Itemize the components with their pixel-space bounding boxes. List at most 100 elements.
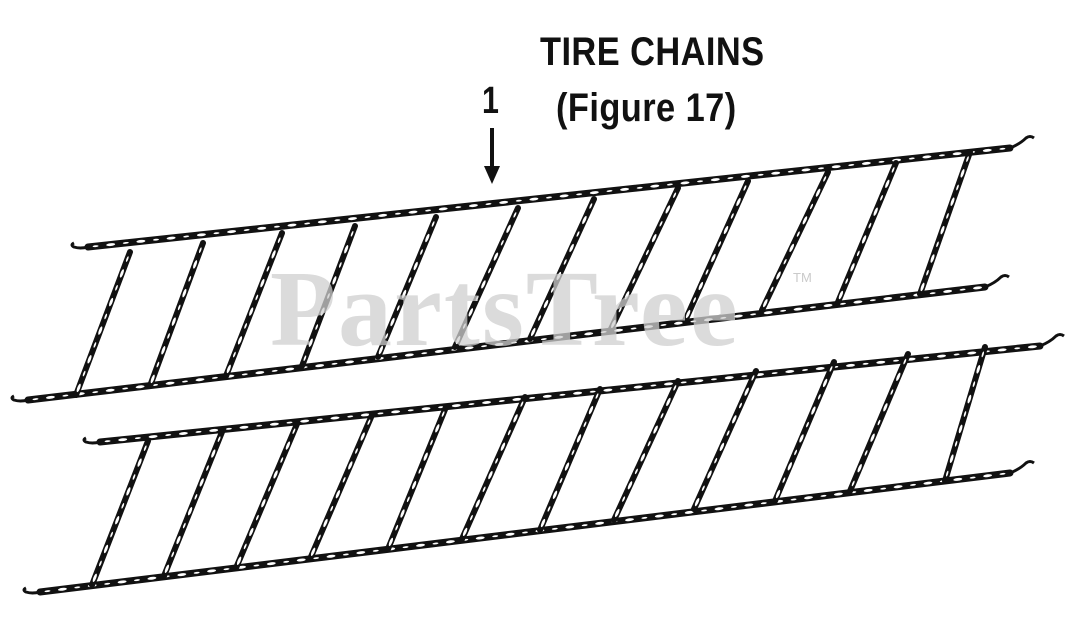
chain-side-rail-bottom xyxy=(24,283,989,404)
chain-link xyxy=(308,338,313,347)
chain-cross-link xyxy=(772,359,837,504)
chain-link xyxy=(511,341,517,344)
chain-link xyxy=(850,263,855,272)
chain-link xyxy=(815,367,825,370)
chain-link xyxy=(115,515,120,525)
chain-link xyxy=(134,579,140,582)
chain-link xyxy=(584,332,594,336)
chain-link xyxy=(438,207,448,211)
chain-link xyxy=(690,320,697,323)
end-hook xyxy=(82,436,101,445)
chain-link xyxy=(554,335,564,339)
chain-link xyxy=(810,306,816,309)
chain-cross-link xyxy=(307,412,375,562)
chain-link xyxy=(614,328,624,332)
chain-link xyxy=(671,513,678,516)
chain-link xyxy=(475,499,481,508)
chain-link xyxy=(198,247,202,254)
chain-link xyxy=(903,358,907,365)
figure-subtitle: (Figure 17) xyxy=(556,86,737,130)
chain-link xyxy=(538,315,542,321)
chain-link xyxy=(505,532,515,536)
chain-link xyxy=(153,238,159,241)
chain-link xyxy=(845,278,849,284)
chain-link xyxy=(117,580,127,584)
chain-link xyxy=(342,477,346,483)
chain-link xyxy=(105,388,115,392)
chain-link xyxy=(999,147,1006,150)
chain-link xyxy=(462,323,466,329)
chain-link xyxy=(92,391,99,394)
chain-link xyxy=(396,305,400,311)
chain-link xyxy=(674,321,683,325)
chain-link xyxy=(125,256,129,262)
chain-link xyxy=(581,524,588,527)
chain-link xyxy=(636,186,643,189)
chain-link xyxy=(673,385,677,391)
chain-link xyxy=(694,379,704,383)
chain-link xyxy=(256,424,263,427)
chain-link xyxy=(701,485,705,492)
chain-link xyxy=(92,573,97,583)
chain-link xyxy=(441,411,445,417)
chain-link xyxy=(885,179,890,188)
chain-link xyxy=(829,366,833,372)
chain-cross-link xyxy=(385,404,449,552)
chain-link xyxy=(744,503,754,507)
chain-link xyxy=(257,226,267,230)
chain-link xyxy=(178,432,188,435)
chain-link xyxy=(395,524,399,531)
chain-cross-link xyxy=(452,205,521,350)
chain-link xyxy=(431,221,435,227)
chain-link xyxy=(624,291,630,300)
chain-link xyxy=(408,277,412,283)
chain-link xyxy=(119,269,124,278)
end-hook xyxy=(70,241,89,250)
chain-link xyxy=(109,297,114,307)
chain-link xyxy=(958,424,963,434)
chain-link xyxy=(468,403,475,406)
chain-link xyxy=(500,442,506,451)
chain-link xyxy=(770,286,774,293)
chain-link xyxy=(286,421,293,424)
chain-link xyxy=(195,378,205,382)
chain-link xyxy=(74,586,81,589)
chain-link xyxy=(650,184,660,188)
chain-link xyxy=(634,468,638,475)
chain-link xyxy=(420,249,423,255)
chain-link xyxy=(132,474,136,480)
chain-link xyxy=(388,537,394,547)
chain-link xyxy=(195,430,202,433)
chain-link xyxy=(801,168,811,172)
chain-link xyxy=(330,505,334,512)
chain-link xyxy=(641,516,648,519)
end-hook xyxy=(1009,460,1035,475)
chain-link xyxy=(455,206,462,209)
chain-link xyxy=(335,490,341,499)
chain-link xyxy=(481,345,488,348)
chain-link xyxy=(137,458,142,467)
chain-link xyxy=(559,393,566,396)
chain-link xyxy=(103,544,109,554)
chain-link xyxy=(878,160,885,163)
chain-link xyxy=(929,292,936,295)
chain-link xyxy=(164,564,170,574)
chain-link xyxy=(121,502,125,509)
chain-link xyxy=(277,237,281,244)
callout-number: 1 xyxy=(482,80,500,122)
chain-link xyxy=(345,360,354,364)
chain-link xyxy=(939,154,945,157)
chain-link xyxy=(122,387,129,390)
chain-link xyxy=(421,407,431,411)
chain-link xyxy=(703,318,713,322)
chain-link xyxy=(783,258,787,265)
chain-link xyxy=(361,359,368,362)
chain-link xyxy=(316,418,323,421)
chain-link xyxy=(434,349,444,353)
chain-link xyxy=(485,203,492,205)
chain-link xyxy=(724,376,734,380)
chain-link xyxy=(360,432,365,441)
chain-link xyxy=(118,438,128,442)
chain-cross-link xyxy=(147,240,206,389)
